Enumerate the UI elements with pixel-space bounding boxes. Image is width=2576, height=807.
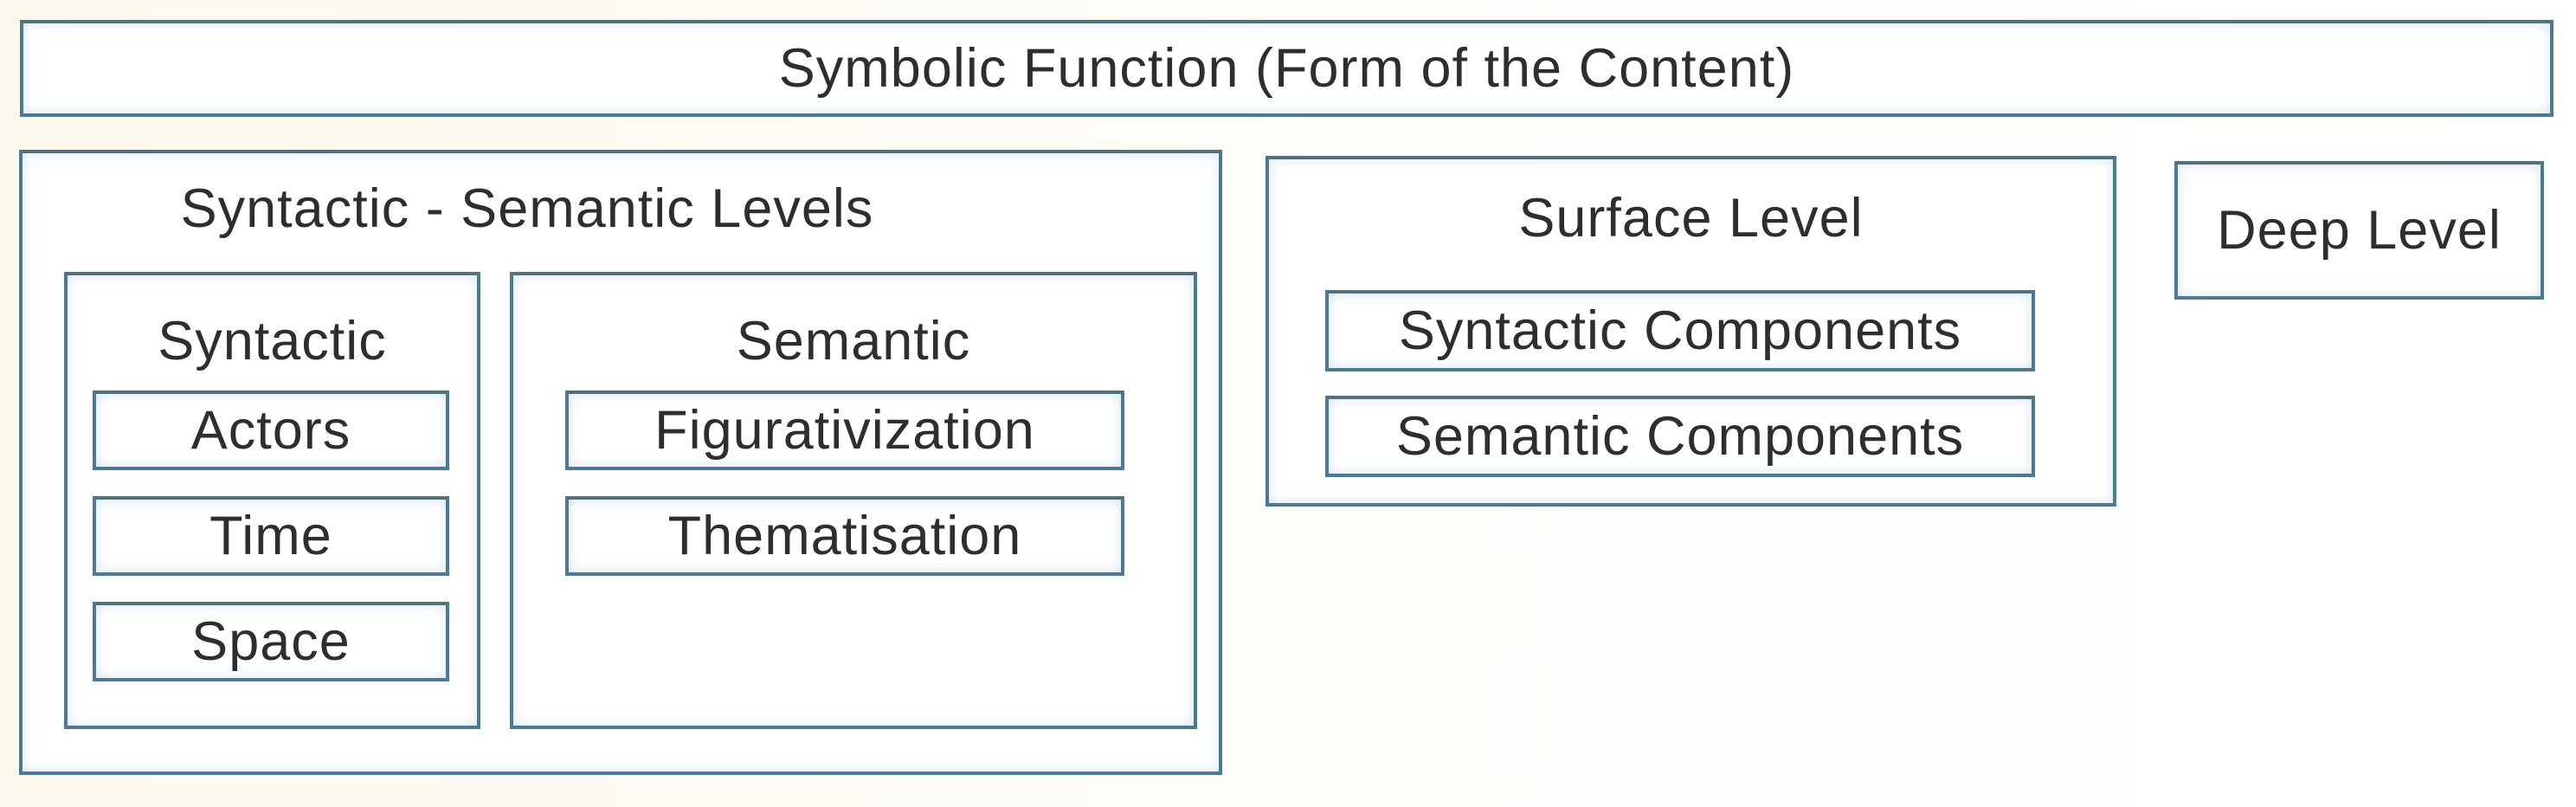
space-box: Space bbox=[93, 602, 449, 681]
semantic-box: Semantic Figurativization Thematisation bbox=[510, 272, 1197, 729]
thematisation-box: Thematisation bbox=[565, 496, 1124, 576]
syntactic-semantic-levels-box: Syntactic - Semantic Levels Syntactic Ac… bbox=[19, 150, 1222, 775]
surface-level-box: Surface Level Syntactic Components Seman… bbox=[1265, 156, 2116, 507]
figurativization-box: Figurativization bbox=[565, 391, 1124, 470]
deep-level-box: Deep Level bbox=[2174, 161, 2544, 300]
syntactic-components-label: Syntactic Components bbox=[1398, 300, 1962, 361]
actors-label: Actors bbox=[190, 400, 351, 461]
semantic-components-box: Semantic Components bbox=[1325, 396, 2035, 477]
time-box: Time bbox=[93, 496, 449, 576]
thematisation-label: Thematisation bbox=[667, 506, 1022, 566]
syntactic-title: Syntactic bbox=[158, 311, 387, 371]
symbolic-function-label: Symbolic Function (Form of the Content) bbox=[778, 38, 1795, 99]
time-label: Time bbox=[209, 506, 332, 566]
space-label: Space bbox=[191, 611, 351, 672]
figurativization-label: Figurativization bbox=[654, 400, 1035, 461]
surface-level-title: Surface Level bbox=[1518, 188, 1864, 249]
deep-level-label: Deep Level bbox=[2217, 200, 2502, 261]
syntactic-semantic-levels-title: Syntactic - Semantic Levels bbox=[180, 178, 874, 239]
semantic-title: Semantic bbox=[736, 311, 971, 371]
syntactic-components-box: Syntactic Components bbox=[1325, 290, 2035, 371]
symbolic-function-banner: Symbolic Function (Form of the Content) bbox=[20, 20, 2553, 117]
syntactic-box: Syntactic Actors Time Space bbox=[64, 272, 480, 729]
actors-box: Actors bbox=[93, 391, 449, 470]
semantic-components-label: Semantic Components bbox=[1395, 406, 1965, 467]
